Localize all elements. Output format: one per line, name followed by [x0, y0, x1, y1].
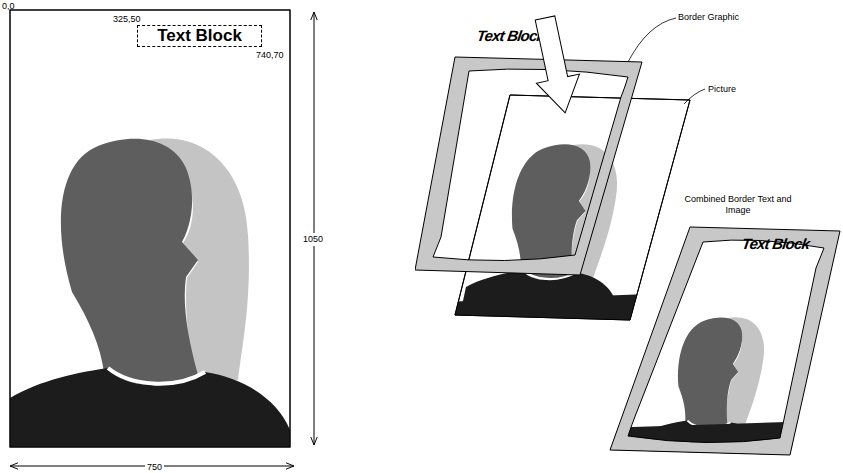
layer-outline	[415, 25, 645, 277]
overlay-text: Text Block	[476, 27, 546, 44]
combined-layer: Text Block	[608, 224, 842, 458]
picture-layer	[455, 95, 690, 320]
overlay-text: Text Block	[741, 235, 811, 252]
border-frame	[415, 57, 642, 275]
coordinate-label: 0,0	[2, 1, 15, 12]
page-outline	[10, 10, 290, 447]
leader-line	[628, 18, 676, 62]
dimension-label: 750	[145, 461, 164, 473]
coordinate-label: 740,70	[256, 50, 284, 61]
merge-arrow	[523, 13, 586, 117]
text-block-box: Text Block	[137, 25, 262, 47]
page-outline	[10, 10, 290, 447]
callout-label: Picture	[708, 84, 736, 95]
coordinate-label: 325,50	[113, 14, 141, 25]
layer-outline	[608, 224, 842, 458]
leader-line	[684, 89, 705, 104]
border-frame	[610, 227, 840, 455]
border-graphic-layer: Text Block	[415, 25, 645, 277]
picture-layer	[455, 95, 690, 320]
dimension-line	[314, 12, 315, 445]
callout-label: Border Graphic	[678, 12, 739, 23]
portrait-figure	[10, 138, 290, 447]
merge-arrow	[523, 13, 586, 117]
callout-label: Combined Border Text and Image	[683, 194, 793, 216]
dimension-label: 1050	[301, 233, 325, 246]
portrait-figure	[460, 144, 650, 314]
text-block-label: Text Block	[157, 26, 242, 46]
picture-content	[440, 144, 700, 330]
